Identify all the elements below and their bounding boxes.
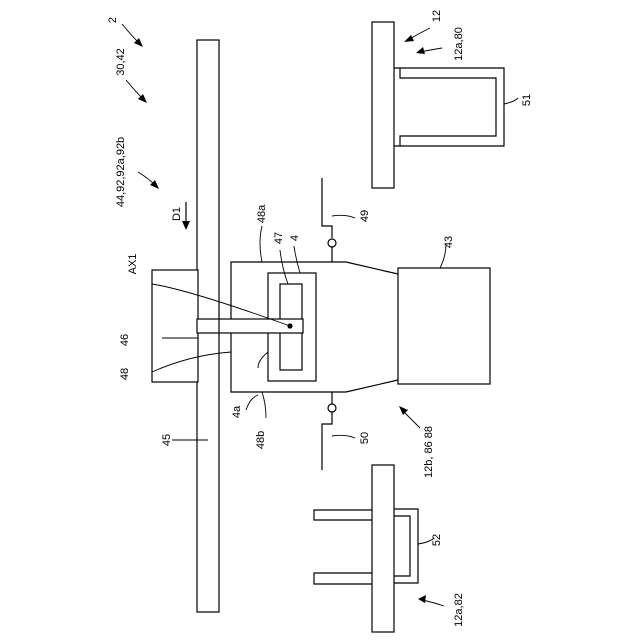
block-12 (372, 22, 394, 188)
leader-4a (246, 395, 258, 410)
label-d1: D1 (171, 207, 183, 221)
leader-49 (332, 215, 355, 218)
leader-4a-top (258, 352, 268, 368)
label-2: 2 (107, 17, 119, 23)
label-12a82: 12a,82 (453, 593, 465, 627)
label-46: 46 (119, 334, 131, 346)
label-52: 52 (431, 534, 443, 546)
sensor-50 (322, 412, 332, 470)
label-47: 47 (273, 232, 285, 244)
leader-50 (332, 435, 355, 438)
funnel-top (317, 262, 398, 274)
label-ax1: AX1 (127, 254, 139, 275)
label-51: 51 (521, 94, 533, 106)
leader-51 (504, 98, 518, 104)
label-4: 4 (289, 235, 301, 241)
arm-bar (197, 319, 303, 333)
label-30-42: 30,42 (115, 48, 127, 76)
arm-52-upper (314, 510, 372, 520)
label-43: 43 (443, 236, 455, 248)
leader-4 (294, 246, 300, 273)
label-44-92: 44,92,92a,92b (115, 137, 127, 207)
arrow-2 (122, 24, 143, 47)
label-48b: 48b (255, 431, 267, 449)
box-43 (398, 268, 490, 384)
arrow-12a80 (416, 47, 442, 54)
bracket-51-outer (394, 68, 504, 146)
arrow-12 (404, 28, 430, 42)
block-46 (152, 270, 198, 382)
block-12-lower (372, 465, 394, 632)
arm-52-lower (314, 573, 372, 584)
arrow-44-92 (138, 172, 159, 189)
label-48a: 48a (256, 204, 268, 223)
bracket-52-outer (394, 509, 418, 583)
leader-48a (260, 226, 262, 262)
funnel-bottom (317, 380, 398, 392)
arrow-30-42 (126, 80, 147, 103)
label-12: 12 (431, 10, 443, 22)
bracket-51-inner (400, 68, 496, 146)
label-4a: 4a (231, 405, 243, 418)
label-49: 49 (359, 210, 371, 222)
sensor-50-head (328, 404, 336, 412)
arrow-d1 (182, 202, 190, 230)
label-50: 50 (359, 432, 371, 444)
label-48: 48 (119, 368, 131, 380)
label-12a80: 12a,80 (453, 27, 465, 61)
leader-48b (262, 392, 266, 418)
bracket-52-inner (394, 516, 410, 576)
arrow-12b (399, 406, 420, 428)
arrow-12a82 (418, 595, 444, 606)
sensor-49-head (328, 239, 336, 247)
label-12b: 12b, 86 88 (423, 426, 435, 478)
sensor-49 (322, 178, 332, 238)
label-45: 45 (161, 434, 173, 446)
